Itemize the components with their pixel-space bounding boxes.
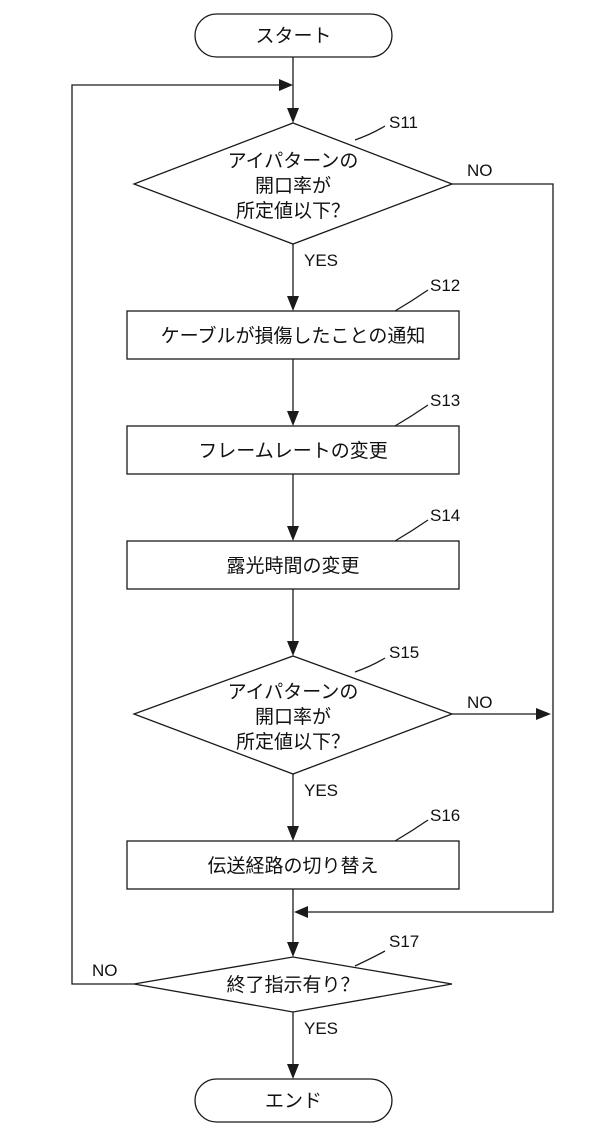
s17-yes-label: YES	[304, 1019, 338, 1038]
s11-no-label: NO	[467, 161, 493, 180]
step-label-s16: S16	[430, 806, 460, 825]
s16-label: 伝送経路の切り替え	[207, 855, 378, 877]
arrowhead	[287, 411, 299, 426]
arrowhead	[287, 641, 299, 656]
decision-s15: アイパターンの 開口率が 所定値以下？	[134, 656, 452, 774]
s11-yes-label: YES	[304, 251, 338, 270]
arrowhead	[279, 79, 293, 91]
step-leader	[355, 658, 385, 672]
s15-line-3: 所定値以下？	[236, 731, 350, 753]
decision-s17: 終了指示有り？	[134, 957, 452, 1012]
step-label-s13: S13	[430, 391, 460, 410]
s15-line-2: 開口率が	[255, 706, 331, 728]
arrowhead	[287, 108, 299, 123]
step-leader	[395, 290, 428, 311]
s15-no-label: NO	[467, 693, 493, 712]
start-terminal: スタート	[195, 14, 392, 57]
arrowhead	[287, 296, 299, 311]
start-label: スタート	[255, 25, 331, 47]
arrowhead	[287, 942, 299, 957]
step-label-s15: S15	[389, 643, 419, 662]
s17-label: 終了指示有り？	[226, 974, 359, 996]
step-label-s17: S17	[389, 932, 419, 951]
arrowhead	[287, 826, 299, 841]
step-leader	[395, 405, 428, 426]
s15-yes-label: YES	[304, 781, 338, 800]
arrowhead	[287, 1064, 299, 1079]
s12-label: ケーブルが損傷したことの通知	[161, 324, 426, 347]
s11-line-3: 所定値以下？	[236, 200, 350, 222]
decision-s11: アイパターンの 開口率が 所定値以下？	[134, 123, 452, 244]
s14-label: 露光時間の変更	[226, 555, 359, 577]
step-label-s14: S14	[430, 506, 460, 525]
step-label-s12: S12	[430, 276, 460, 295]
step-leader	[395, 820, 428, 841]
step-label-s11: S11	[389, 113, 418, 132]
arrowhead	[294, 906, 308, 918]
end-label: エンド	[265, 1090, 322, 1112]
s17-no-label: NO	[92, 961, 118, 980]
step-leader	[355, 951, 385, 966]
s13-label: フレームレートの変更	[198, 440, 387, 462]
arrowhead	[287, 526, 299, 541]
process-s13: フレームレートの変更	[127, 426, 459, 474]
s15-line-1: アイパターンの	[228, 681, 359, 703]
step-leader	[355, 126, 385, 140]
s11-line-1: アイパターンの	[228, 150, 359, 172]
end-terminal: エンド	[195, 1079, 392, 1122]
process-s16: 伝送経路の切り替え	[127, 841, 459, 889]
s11-line-2: 開口率が	[255, 175, 331, 197]
process-s14: 露光時間の変更	[127, 541, 459, 589]
step-leader	[395, 520, 428, 541]
arrowhead	[536, 708, 551, 720]
process-s12: ケーブルが損傷したことの通知	[127, 311, 459, 359]
